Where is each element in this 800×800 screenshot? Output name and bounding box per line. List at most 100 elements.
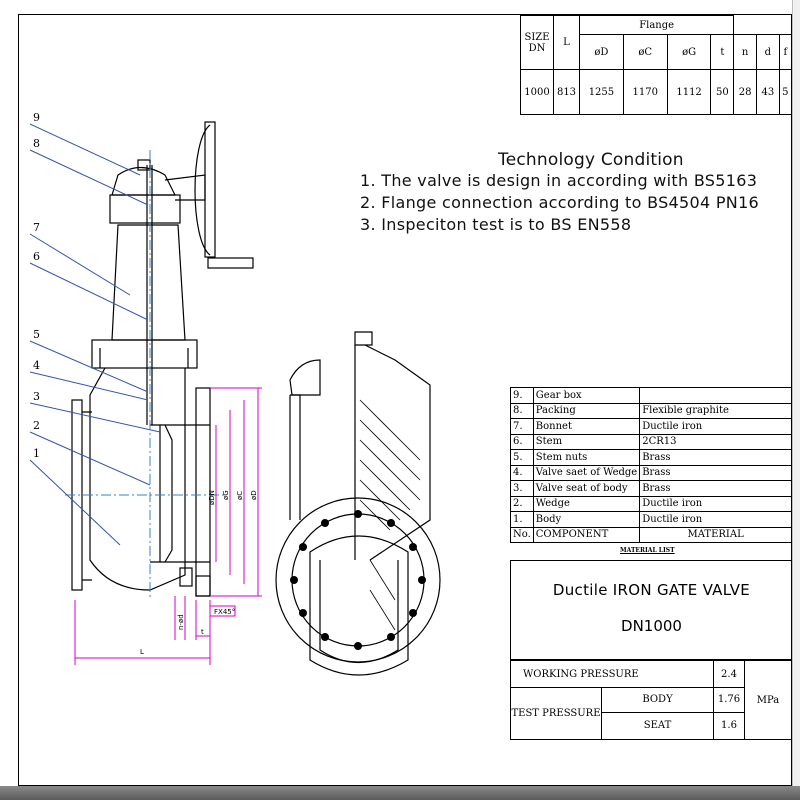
col-header-f: f bbox=[778, 34, 793, 70]
bolt-hole bbox=[354, 510, 362, 518]
dim-label-L: L bbox=[140, 648, 144, 656]
value-D: 1255 bbox=[579, 69, 624, 115]
bolt-hole bbox=[354, 642, 362, 650]
handwheel-handle bbox=[207, 257, 254, 269]
title-block: Ductile IRON GATE VALVE DN1000 bbox=[510, 560, 792, 660]
material-no: 1. bbox=[510, 511, 534, 528]
body-value: 1.76 bbox=[713, 687, 745, 713]
gear-box-housing bbox=[164, 174, 206, 201]
technology-condition: Technology Condition 1. The valve is des… bbox=[360, 150, 759, 236]
wedge bbox=[150, 424, 161, 563]
dimension-lines bbox=[74, 387, 262, 665]
material-value: Flexible graphite bbox=[639, 402, 792, 419]
leader-line bbox=[29, 459, 121, 546]
material-no: 2. bbox=[510, 495, 534, 512]
hatch-line bbox=[369, 559, 396, 601]
bottom-boss bbox=[179, 567, 193, 587]
bonnet-flange bbox=[91, 339, 198, 369]
test-pressure-label: TEST PRESSURE bbox=[510, 687, 602, 740]
material-no: 7. bbox=[510, 418, 534, 435]
part-number-4: 4 bbox=[33, 359, 40, 372]
hatch-line bbox=[359, 439, 421, 501]
material-no: 8. bbox=[510, 402, 534, 419]
bolt-hole bbox=[290, 576, 298, 584]
hatch-line bbox=[359, 499, 391, 531]
scrollbar[interactable] bbox=[792, 0, 800, 800]
handwheel-spoke bbox=[194, 124, 211, 256]
material-component: Stem bbox=[532, 433, 641, 450]
seat bbox=[164, 424, 173, 563]
material-no: 5. bbox=[510, 449, 534, 466]
bolt-hole bbox=[321, 633, 329, 641]
hatch-line bbox=[359, 479, 401, 521]
front-view bbox=[275, 331, 441, 676]
material-value: Brass bbox=[639, 464, 792, 481]
material-component: Packing bbox=[532, 402, 641, 419]
part-number-8: 8 bbox=[33, 137, 40, 150]
handwheel bbox=[204, 121, 216, 258]
dim-label-DN: øDN bbox=[208, 490, 216, 505]
leader-line bbox=[29, 123, 141, 176]
gear-box-base bbox=[109, 194, 181, 224]
inlet-flange-neck bbox=[82, 411, 92, 581]
body-wall bbox=[289, 394, 301, 520]
material-value: Ductile iron bbox=[639, 418, 792, 435]
material-value: Brass bbox=[639, 480, 792, 497]
material-no: 4. bbox=[510, 464, 534, 481]
material-value: Brass bbox=[639, 449, 792, 466]
material-component: Bonnet bbox=[532, 418, 641, 435]
leader-line bbox=[29, 371, 149, 401]
bolt-hole bbox=[387, 633, 395, 641]
outer-flange bbox=[275, 497, 441, 663]
working-pressure-label: WORKING PRESSURE bbox=[510, 659, 714, 689]
dim-label-D: øD bbox=[250, 490, 258, 500]
material-no: 6. bbox=[510, 433, 534, 450]
gear-box bbox=[111, 166, 176, 196]
material-component: Valve seat of body bbox=[532, 480, 641, 497]
bolt-circle bbox=[291, 513, 425, 647]
col-header-G: øG bbox=[666, 34, 712, 70]
hatch-line bbox=[359, 399, 421, 461]
dim-label-bolt: n-ød bbox=[177, 614, 185, 630]
leader-line bbox=[29, 431, 151, 486]
bolt-hole bbox=[418, 576, 426, 584]
part-number-3: 3 bbox=[33, 390, 40, 403]
dim-label-C: øC bbox=[236, 491, 244, 500]
material-value bbox=[639, 387, 792, 404]
technology-line: 3. Inspeciton test is to BS EN558 bbox=[360, 215, 632, 234]
col-header-C: øC bbox=[622, 34, 668, 70]
part-number-9: 9 bbox=[33, 111, 40, 124]
part-leaders bbox=[29, 123, 161, 546]
bolt-hole bbox=[409, 543, 417, 551]
leader-line bbox=[29, 340, 149, 393]
bonnet-left bbox=[289, 359, 321, 396]
material-list-caption: MATERIAL LIST bbox=[620, 547, 675, 554]
value-f: 5 bbox=[778, 69, 793, 115]
value-G: 1112 bbox=[666, 69, 712, 115]
dim-label-chamfer: FX45° bbox=[214, 608, 235, 616]
seat-value: 1.6 bbox=[713, 711, 745, 741]
value-l: 813 bbox=[553, 69, 580, 115]
material-value: Ductile iron bbox=[639, 495, 792, 512]
leader-line bbox=[29, 233, 131, 296]
top-cap bbox=[354, 331, 373, 346]
drawing-frame bbox=[18, 14, 792, 786]
material-component: Gear box bbox=[532, 387, 641, 404]
hatch-line bbox=[359, 419, 421, 481]
part-numbers: 9 8 7 6 5 4 3 2 1 bbox=[33, 111, 40, 460]
seat-label: SEAT bbox=[601, 711, 714, 741]
bonnet bbox=[111, 224, 186, 341]
material-component: Stem nuts bbox=[532, 449, 641, 466]
header-component: COMPONENT bbox=[532, 526, 641, 543]
